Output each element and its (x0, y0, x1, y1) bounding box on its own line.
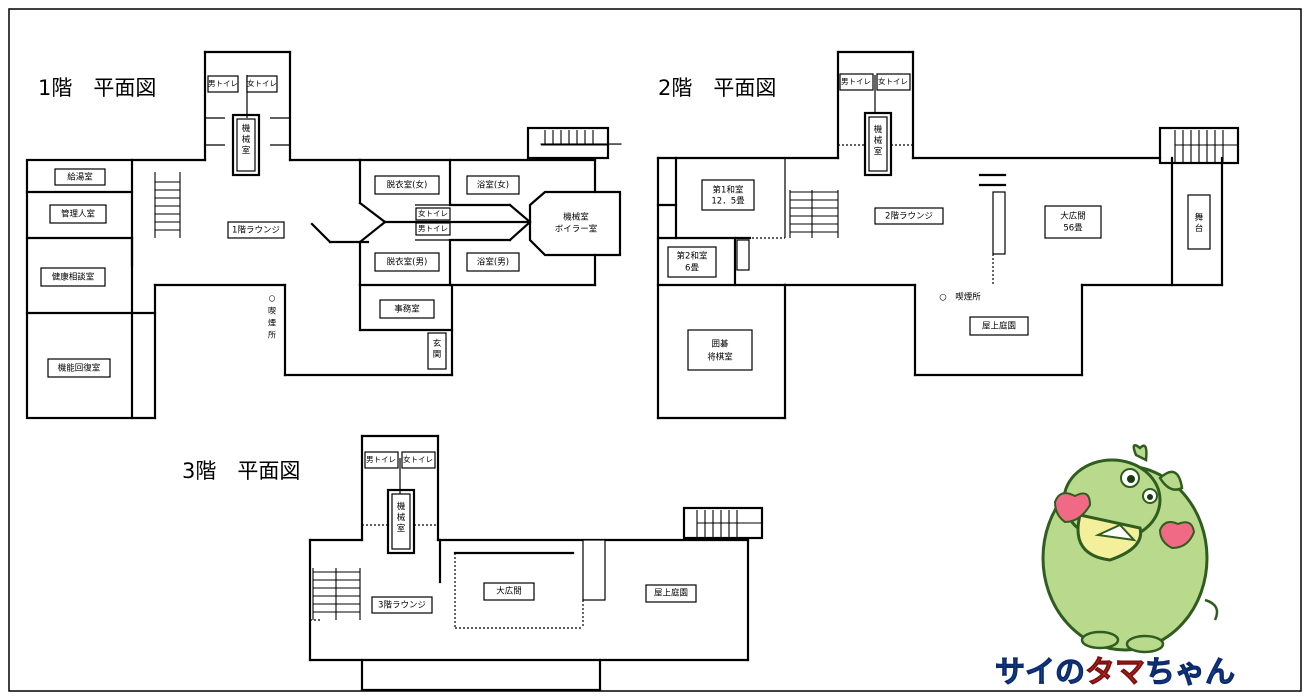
machine-room-1f (231, 113, 261, 177)
room-kenko (40, 267, 106, 287)
svg-text:煙: 煙 (268, 319, 276, 328)
rhino-mascot-icon (1041, 443, 1219, 654)
svg-text:給湯室: 給湯室 (67, 172, 93, 183)
svg-text:舞台: 舞台 (1195, 212, 1204, 234)
svg-text:機械室: 機械室 (563, 212, 589, 223)
smoking-area-2f: ○ 喫煙所 (939, 292, 981, 303)
stairs-2f (789, 190, 839, 238)
svg-text:浴室(男): 浴室(男) (477, 257, 509, 268)
room-bath-women (466, 175, 520, 195)
svg-text:サイのタマちゃん: サイのタマちゃん (995, 655, 1235, 690)
machine-room-2f (863, 111, 893, 177)
room-dai-hiroma-3f (483, 582, 535, 601)
svg-text:男トイレ: 男トイレ (418, 224, 448, 233)
svg-text:大広間: 大広間 (496, 586, 522, 597)
svg-text:12．5畳: 12．5畳 (711, 197, 745, 207)
lounge-1f (227, 221, 285, 239)
svg-text:6畳: 6畳 (685, 264, 699, 274)
lounge-2f (874, 207, 944, 225)
stairs-3f (312, 568, 361, 620)
room-datsui-women (374, 175, 440, 195)
left-block-wall (25, 158, 134, 420)
floor-2-title: 2階 平面図 (658, 76, 776, 100)
svg-text:男トイレ: 男トイレ (366, 455, 396, 464)
svg-text:脱衣室(女): 脱衣室(女) (387, 180, 428, 191)
floor-1-plan: 1階 平面図 男トイレ (25, 50, 622, 420)
svg-text:脱衣室(男): 脱衣室(男) (387, 257, 428, 268)
floor-1-title: 1階 平面図 (38, 76, 156, 100)
svg-text:管理人室: 管理人室 (61, 209, 96, 220)
svg-text:所: 所 (268, 330, 276, 340)
svg-text:大広間: 大広間 (1060, 211, 1086, 222)
svg-text:ボイラー室: ボイラー室 (555, 224, 598, 235)
svg-text:機能回復室: 機能回復室 (58, 363, 101, 374)
toilet-men-2f (839, 73, 874, 91)
svg-text:男トイレ: 男トイレ (208, 79, 238, 88)
svg-text:女トイレ: 女トイレ (247, 78, 277, 88)
room-kanrinin (49, 204, 107, 224)
room-igo-shogi (687, 329, 753, 371)
svg-text:機械室: 機械室 (874, 124, 883, 157)
toilet-women-1f (246, 75, 278, 93)
svg-text:健康相談室: 健康相談室 (52, 272, 95, 283)
toilet-women-small-1f (415, 207, 451, 221)
rooftop-garden-2f (969, 316, 1029, 336)
svg-text:女トイレ: 女トイレ (418, 208, 448, 218)
machine-room-1f-label: 機械室 (242, 123, 251, 156)
floor-3-title: 3階 平面図 (182, 459, 300, 483)
floor-3-plan: 3階 平面図 男トイレ 女トイレ 機械室 3階ラウンジ (182, 434, 764, 692)
svg-text:屋上庭園: 屋上庭園 (982, 321, 1016, 332)
room-kinou (47, 358, 111, 378)
stage-2f (1187, 194, 1211, 250)
entrance-1f (427, 332, 447, 370)
smoking-area-1f: ○ 喫 煙 所 (268, 294, 276, 340)
svg-text:女トイレ: 女トイレ (878, 76, 908, 86)
room-bath-men (466, 252, 520, 272)
room-kyutoshitsu (54, 168, 106, 186)
svg-text:○: ○ (269, 294, 276, 303)
stairs-1f-right (526, 126, 622, 160)
boiler-room-1f (528, 190, 622, 257)
page-frame (8, 8, 1302, 692)
svg-text:第2和室: 第2和室 (677, 251, 708, 262)
toilet-men-1f (207, 75, 239, 93)
svg-text:機械室: 機械室 (242, 123, 251, 156)
svg-text:第1和室: 第1和室 (713, 185, 744, 196)
toilet-women-2f (876, 73, 911, 91)
svg-text:喫: 喫 (268, 306, 276, 316)
floor-2-plan: 2階 平面図 男トイレ 女トイレ 機械室 第1和室 (656, 50, 1240, 420)
svg-text:3階ラウンジ: 3階ラウンジ (378, 600, 426, 611)
room-washitsu2 (667, 246, 717, 278)
svg-text:56畳: 56畳 (1063, 224, 1083, 234)
svg-text:女トイレ: 女トイレ (403, 454, 433, 464)
rooftop-garden-3f (645, 584, 697, 603)
room-office-1f (379, 299, 435, 319)
stairs-1f-left (154, 172, 181, 238)
svg-text:1階ラウンジ: 1階ラウンジ (232, 225, 280, 236)
machine-room-3f (386, 488, 416, 555)
toilet-men-small-1f (415, 222, 451, 236)
svg-text:浴室(女): 浴室(女) (477, 180, 509, 191)
stairs-2f-right (1158, 126, 1240, 165)
svg-text:機械室: 機械室 (397, 501, 406, 534)
svg-text:囲碁: 囲碁 (711, 339, 729, 350)
mascot-name: サイのタマちゃん (995, 655, 1236, 691)
toilet-men-3f (364, 451, 399, 469)
svg-text:屋上庭園: 屋上庭園 (654, 588, 688, 599)
room-washitsu1 (701, 179, 755, 211)
toilet-women-3f (401, 451, 436, 469)
svg-text:男トイレ: 男トイレ (841, 77, 871, 86)
lounge-3f (371, 596, 433, 614)
svg-text:2階ラウンジ: 2階ラウンジ (885, 211, 933, 222)
room-dai-hiroma-2f (1044, 205, 1102, 239)
svg-text:将棋室: 将棋室 (707, 352, 733, 363)
svg-text:事務室: 事務室 (394, 304, 420, 315)
svg-text:玄関: 玄関 (433, 338, 442, 360)
stairs-3f-right (682, 506, 764, 540)
room-datsui-men (374, 252, 440, 272)
